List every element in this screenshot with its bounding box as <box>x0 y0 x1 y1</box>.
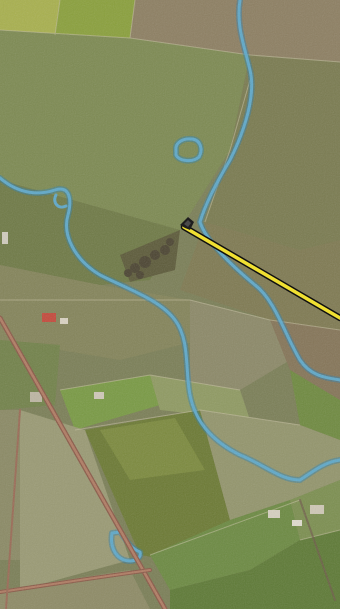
track-line[interactable] <box>180 223 340 322</box>
location-pin-icon[interactable] <box>180 217 194 230</box>
